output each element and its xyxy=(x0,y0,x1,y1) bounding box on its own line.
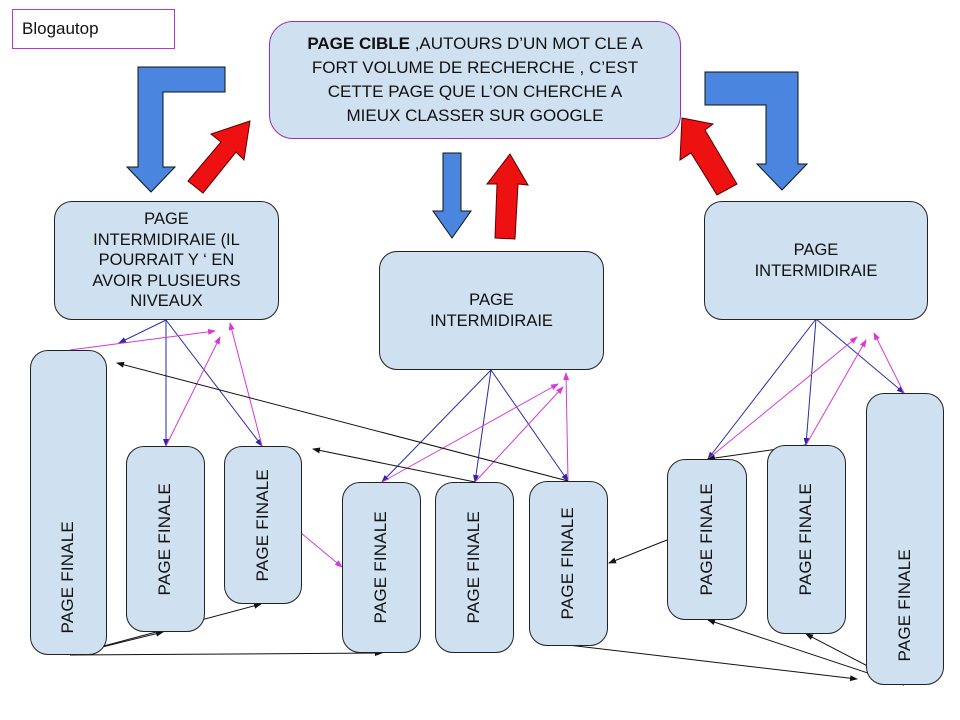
final-page-label: PAGE FINALE xyxy=(252,468,272,582)
link xyxy=(165,336,221,447)
link xyxy=(69,328,216,351)
link xyxy=(118,319,167,344)
node-line: INTERMIDIRAIE xyxy=(754,261,878,280)
node-line: PAGE xyxy=(469,291,514,309)
intermediate-page-node-right[interactable]: PAGE INTERMIDIRAIE xyxy=(704,201,928,320)
link xyxy=(490,369,569,482)
final-page-label: PAGE FINALE xyxy=(558,507,578,620)
blog-title: Blogautop xyxy=(12,9,175,49)
final-page-node[interactable]: PAGE FINALE xyxy=(30,350,107,655)
final-page-label: PAGE FINALE xyxy=(796,483,816,596)
final-page-node[interactable]: PAGE FINALE xyxy=(342,482,421,653)
link xyxy=(707,318,817,460)
target-page-line: ,AUTOURS D’UN MOT CLE A xyxy=(409,34,643,53)
target-page-line: FORT VOLUME DE RECHERCHE , C’EST xyxy=(311,58,639,77)
node-line: INTERMIDIRAIE (IL xyxy=(93,230,240,249)
target-page-bold-label: PAGE CIBLE xyxy=(307,34,410,53)
intermediate-page-node-left[interactable]: PAGE INTERMIDIRAIE (IL POURRAIT Y ‘ EN A… xyxy=(54,201,279,320)
link xyxy=(69,650,383,657)
final-page-node[interactable]: PAGE FINALE xyxy=(866,393,944,685)
target-page-node[interactable]: PAGE CIBLE ,AUTOURS D’UN MOT CLE A FORT … xyxy=(269,21,681,139)
final-page-node[interactable]: PAGE FINALE xyxy=(529,481,608,646)
target-page-text: PAGE CIBLE ,AUTOURS D’UN MOT CLE A FORT … xyxy=(307,32,642,128)
link xyxy=(815,318,905,394)
up-arrow-right xyxy=(679,117,738,196)
link xyxy=(803,318,817,446)
link xyxy=(381,369,492,483)
link xyxy=(300,532,343,568)
intermediate-page-node-center[interactable]: PAGE INTERMIDIRAIE xyxy=(379,251,604,370)
final-page-node[interactable]: PAGE FINALE xyxy=(224,446,302,604)
final-page-label: PAGE FINALE xyxy=(696,483,716,596)
link xyxy=(567,644,858,682)
link xyxy=(608,539,668,564)
link xyxy=(563,372,570,482)
final-page-node[interactable]: PAGE FINALE xyxy=(667,459,747,620)
final-page-node[interactable]: PAGE FINALE xyxy=(435,482,514,653)
target-page-line: CETTE PAGE QUE L’ON CHERCHE A xyxy=(327,82,623,101)
node-line: PAGE xyxy=(144,210,189,229)
final-page-label: PAGE FINALE xyxy=(464,511,484,624)
block-arrows xyxy=(125,66,809,240)
final-page-node[interactable]: PAGE FINALE xyxy=(126,446,205,632)
link xyxy=(707,336,858,460)
final-page-label: PAGE FINALE xyxy=(371,511,391,624)
up-arrow-left xyxy=(187,120,251,194)
link xyxy=(116,361,569,482)
link xyxy=(805,339,867,446)
node-line: INTERMIDIRAIE xyxy=(430,311,553,330)
node-line: PAGE xyxy=(793,241,839,259)
link xyxy=(474,386,564,483)
link xyxy=(312,447,476,483)
link xyxy=(165,319,263,447)
final-page-label: PAGE FINALE xyxy=(155,482,175,596)
node-line: NIVEAUX xyxy=(130,292,203,311)
down-arrow-right xyxy=(704,71,809,191)
node-line: POURRAIT Y ‘ EN xyxy=(98,251,235,270)
up-arrow-center xyxy=(485,153,529,240)
down-arrow-left xyxy=(125,66,226,193)
final-page-label: PAGE FINALE xyxy=(894,548,914,662)
final-page-node[interactable]: PAGE FINALE xyxy=(767,445,846,634)
final-page-label: PAGE FINALE xyxy=(58,521,78,634)
sibling-links xyxy=(69,322,905,568)
target-page-line: MIEUX CLASSER SUR GOOGLE xyxy=(346,106,604,125)
link xyxy=(873,332,905,394)
link xyxy=(228,322,263,447)
node-line: AVOIR PLUSIEURS xyxy=(92,271,241,290)
link xyxy=(381,383,559,483)
down-arrow-center xyxy=(432,152,472,239)
